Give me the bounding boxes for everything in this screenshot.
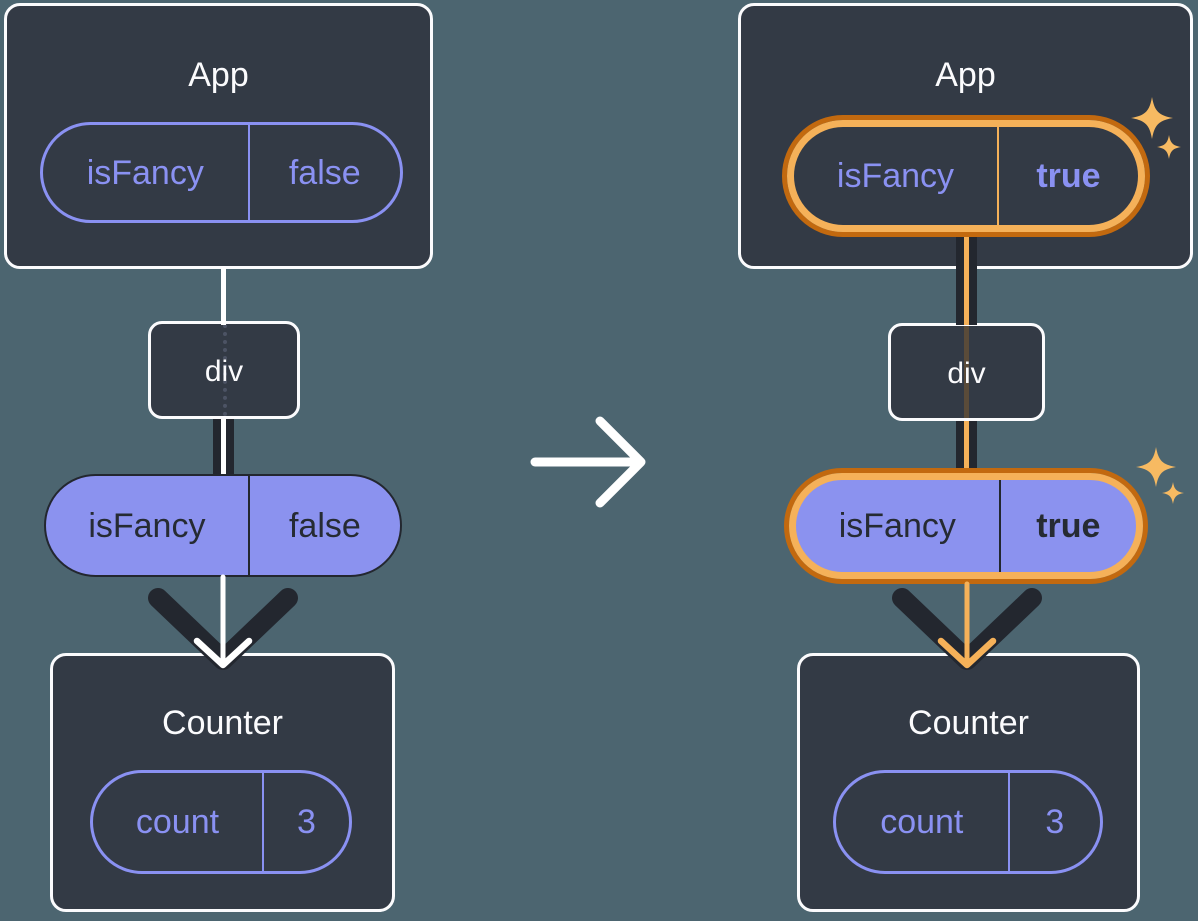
before-counter-card: Counter count 3 [50,653,395,912]
before-propflow-div-pill [213,419,234,479]
prop-value: true [998,480,1136,572]
after-flow-arrow-icon [937,581,997,669]
after-div-passthrough-line [964,326,969,418]
before-div-passthrough-line [223,324,227,416]
sparkle-icon [1136,447,1184,504]
state-value: 3 [1007,773,1100,871]
before-div-card: div [148,321,300,419]
state-name: count [880,803,964,841]
before-flow-arrow-icon [193,574,253,669]
after-app-title: App [935,56,996,94]
state-name: count [135,803,220,841]
after-app-prop-pill: isFancy true [782,115,1150,237]
prop-name: isFancy [88,506,206,545]
before-counter-title: Counter [162,704,283,742]
after-propflow-div-pill [956,421,977,474]
after-div-card: div [888,323,1045,421]
state-value: 3 [261,773,349,871]
before-app-title: App [188,56,249,94]
prop-value: true [996,127,1138,225]
before-div-title: div [204,355,244,388]
after-div-title: div [947,357,986,390]
after-propflow-app-div [956,237,977,325]
prop-value: false [247,125,400,220]
after-counter-title: Counter [908,704,1029,742]
prop-name: isFancy [836,157,955,195]
before-counter-state-pill: count 3 [90,770,352,874]
before-passed-prop-pill: isFancy false [44,474,402,577]
before-edge-app-div [221,268,226,325]
after-counter-card: Counter count 3 [797,653,1140,912]
before-app-prop-pill: isFancy false [40,122,403,223]
prop-value: false [247,476,400,575]
after-counter-state-pill: count 3 [833,770,1103,874]
sparkle-icon [1131,97,1181,159]
prop-name: isFancy [86,153,204,192]
after-passed-prop-pill: isFancy true [784,468,1148,584]
transition-arrow-icon [530,416,646,508]
prop-name: isFancy [838,507,956,545]
